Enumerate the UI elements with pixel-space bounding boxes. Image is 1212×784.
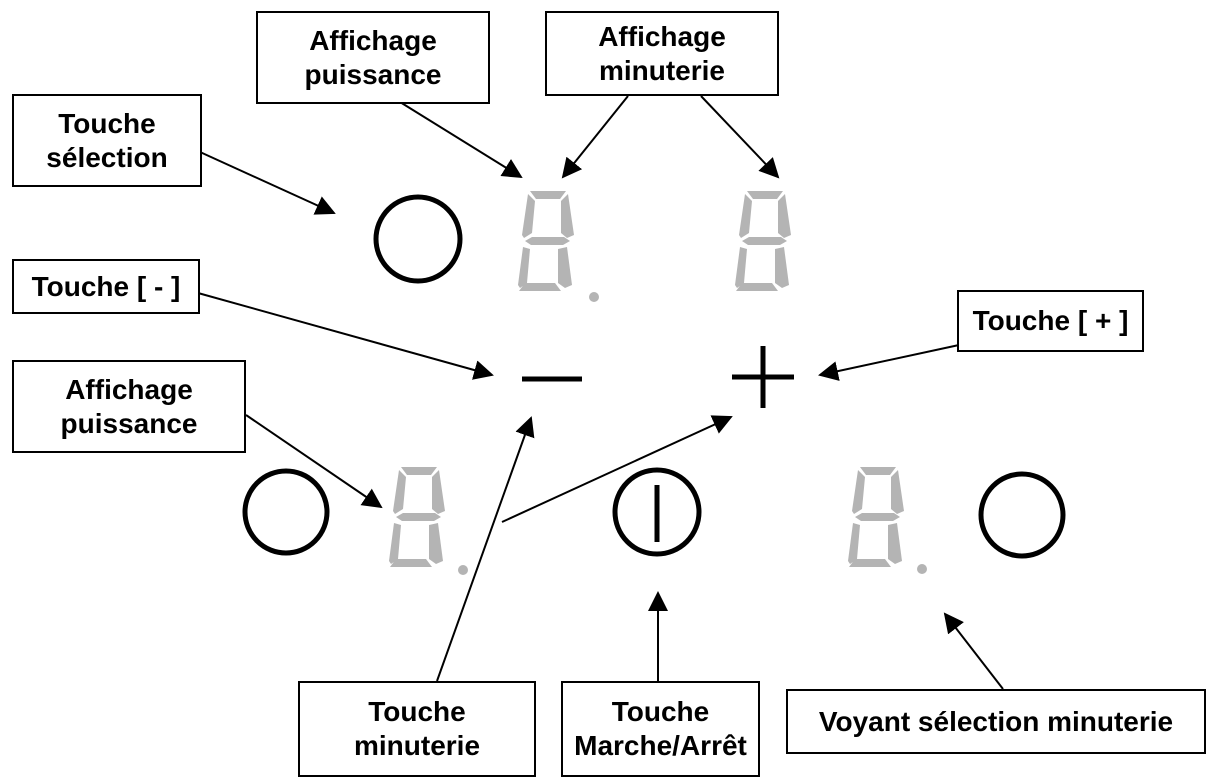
power-display-right [848, 467, 927, 574]
label-touche-minuterie: Touche minuterie [298, 681, 536, 777]
arrow-timer-display-left [561, 95, 629, 179]
ring-icon[interactable] [978, 471, 1066, 559]
arrow-minus-key [197, 292, 494, 380]
label-affichage-puissance-top: Affichage puissance [256, 11, 490, 104]
ring-icon[interactable] [242, 468, 330, 556]
ring-icon[interactable] [373, 194, 463, 284]
arrow-plus-key [818, 344, 960, 381]
label-touche-selection: Touche sélection [12, 94, 202, 187]
arrow-timer-display-right [700, 95, 780, 179]
arrow-timer-selection-led [943, 612, 1004, 690]
arrow-power-display-left [245, 414, 383, 509]
label-touche-moins: Touche [ - ] [12, 259, 200, 314]
plus-icon[interactable] [732, 346, 794, 408]
arrow-selection-key [199, 151, 336, 215]
power-icon[interactable] [612, 467, 702, 557]
label-touche-marche-arret: Touche Marche/Arrêt [561, 681, 760, 777]
arrow-power-display-top [399, 101, 523, 179]
label-affichage-minuterie: Affichage minuterie [545, 11, 779, 96]
arrow-timer-key-to-minus [436, 416, 535, 682]
power-display-top [518, 191, 599, 302]
timer-display [735, 191, 791, 291]
label-affichage-puissance-left: Affichage puissance [12, 360, 246, 453]
label-touche-plus: Touche [ + ] [957, 290, 1144, 352]
power-display-left [389, 467, 468, 575]
label-voyant-selection-minuterie: Voyant sélection minuterie [786, 689, 1206, 754]
leader-arrows [197, 95, 1004, 690]
arrow-timer-key-to-plus [501, 415, 733, 523]
